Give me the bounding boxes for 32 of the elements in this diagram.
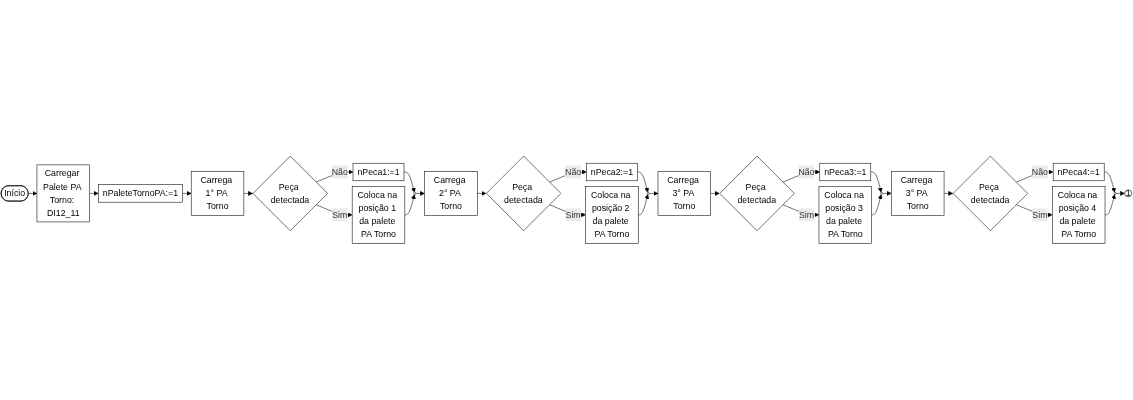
process-box: Coloca na posição 3 da palete PA Torno xyxy=(818,186,872,244)
process-box: nPeca4:=1 xyxy=(1052,163,1105,182)
edge-label: Não xyxy=(565,165,582,179)
edge-label: Sim xyxy=(1032,208,1048,222)
process-box: nPaleteTornoPA:=1 xyxy=(98,184,183,203)
edge-label: Não xyxy=(1031,165,1048,179)
process-box: Carrega 2° PA Torno xyxy=(424,171,478,216)
decision-diamond: Peça detectada xyxy=(719,156,795,232)
connector-circle xyxy=(646,192,650,196)
process-box: nPeca2:=1 xyxy=(586,163,638,182)
edge-label: Não xyxy=(331,165,348,179)
decision-diamond: Peça detectada xyxy=(952,156,1028,232)
process-box: Coloca na posição 2 da palete PA Torno xyxy=(585,186,639,244)
process-box: Carrega 1° PA Torno xyxy=(190,171,245,216)
edge-label: Sim xyxy=(798,208,815,222)
connector-circle xyxy=(413,192,417,196)
process-box: Coloca na posição 4 da palete PA Torno xyxy=(1052,186,1106,244)
process-box: nPeca3:=1 xyxy=(819,163,872,182)
connector-circle xyxy=(1113,192,1117,196)
decision-diamond: Peça detectada xyxy=(252,156,328,232)
process-box: Carregar Palete PA Torno: DI12_11 xyxy=(36,164,90,223)
start-terminal: Início xyxy=(0,185,29,202)
edge-label: Não xyxy=(798,165,815,179)
edge-label: Sim xyxy=(332,208,348,222)
process-box: Carrega 3° PA Torno xyxy=(657,171,711,216)
process-box: Coloca na posição 1 da palete PA Torno xyxy=(351,186,406,244)
process-box: Carrega 3° PA Torno xyxy=(891,171,945,216)
edge-label: Sim xyxy=(565,208,581,222)
connector-circle xyxy=(880,192,883,196)
connector-circle: 1 xyxy=(1124,188,1133,199)
decision-diamond: Peça detectada xyxy=(486,156,562,232)
process-box: nPeca1:=1 xyxy=(352,163,405,182)
